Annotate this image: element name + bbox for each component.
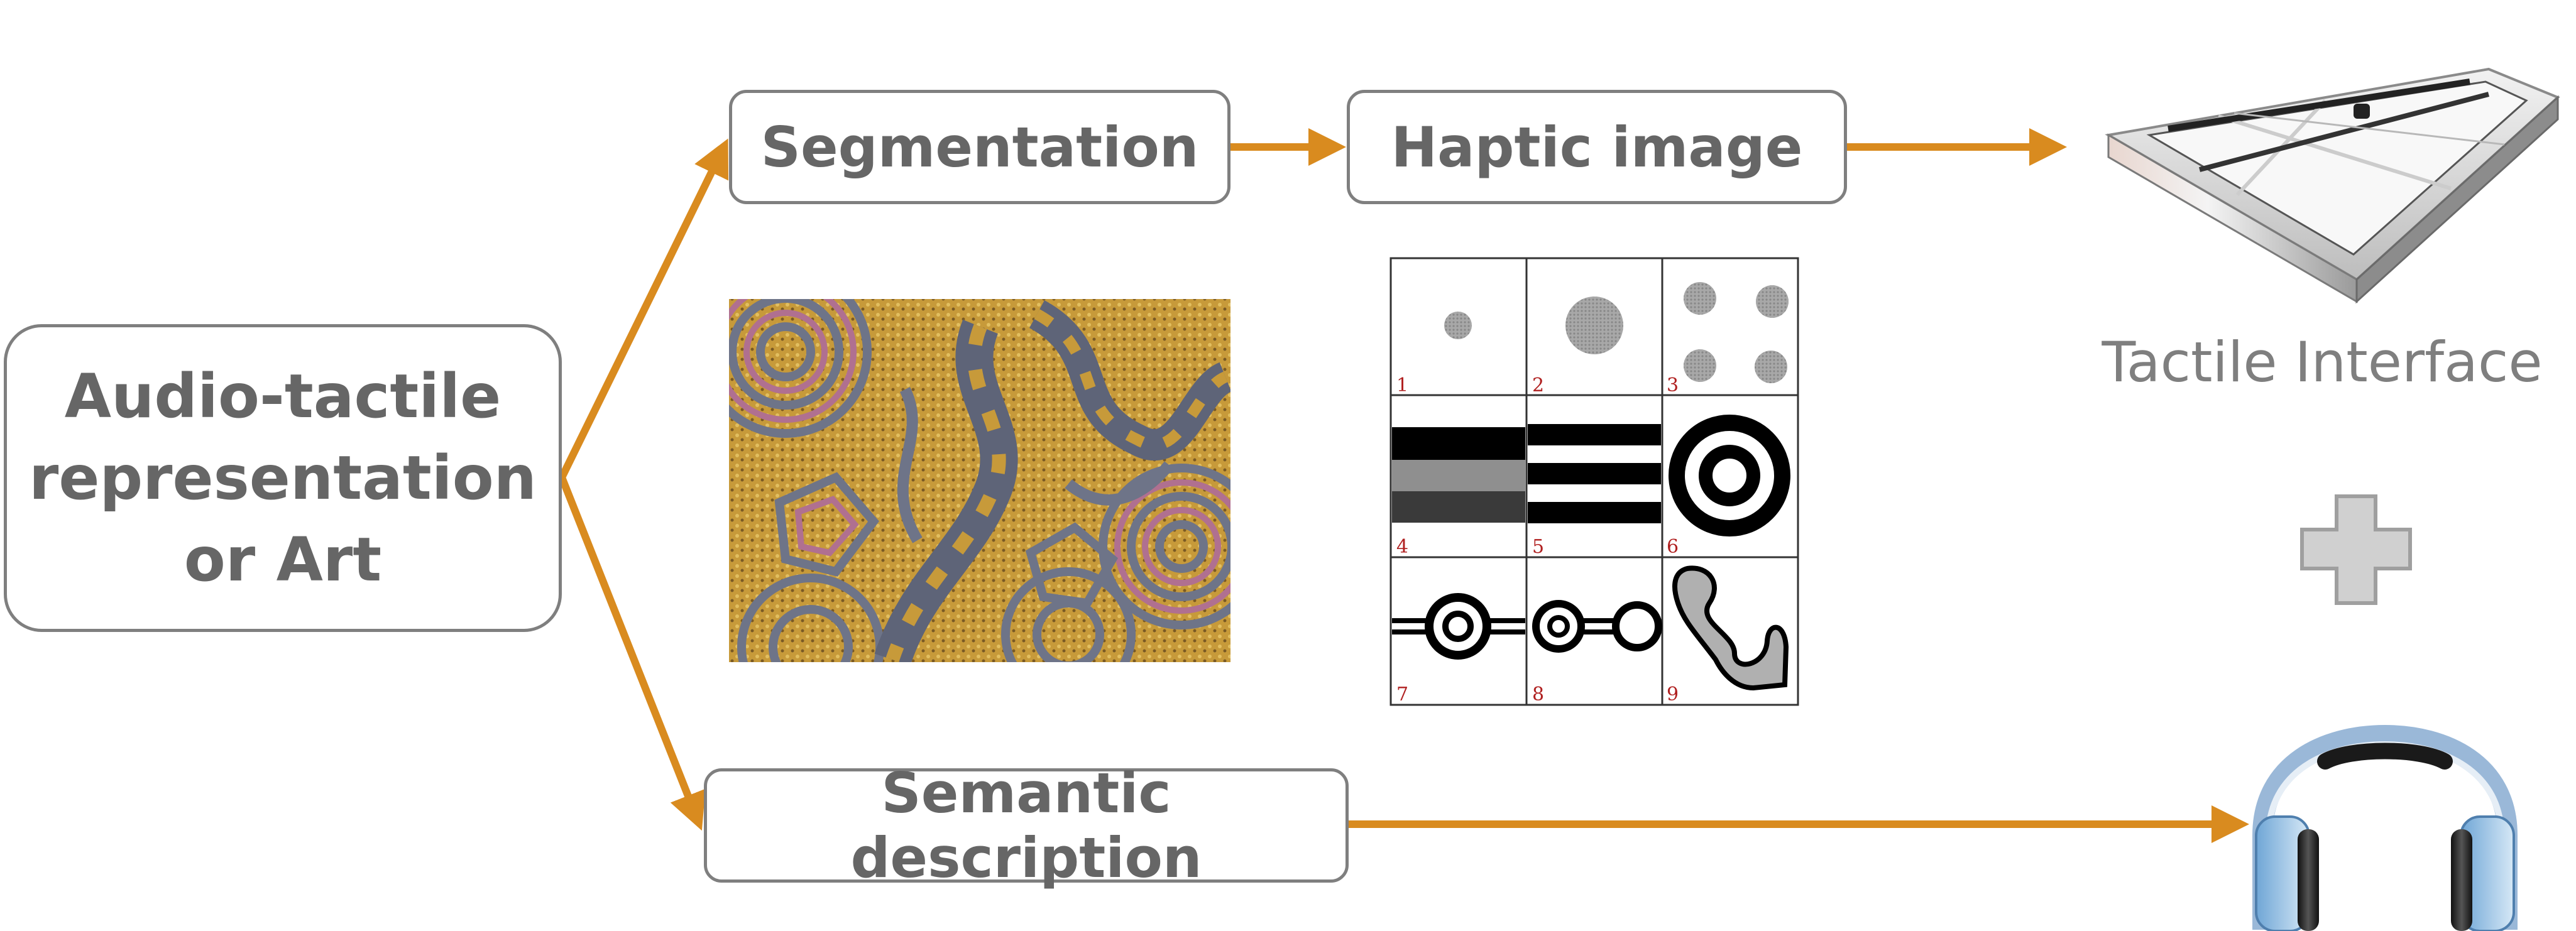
arrow-to-semantic bbox=[558, 474, 706, 831]
semantic-description-box: Semantic description bbox=[704, 761, 1349, 890]
arrow-to-segmentation bbox=[558, 138, 729, 481]
haptic-pattern-2 bbox=[1565, 297, 1623, 354]
haptic-number-5: 5 bbox=[1532, 536, 1544, 558]
haptic-image-box: Haptic image bbox=[1347, 90, 1847, 204]
haptic-pattern-1 bbox=[1444, 312, 1472, 339]
tactile-interface-label: Tactile Interface bbox=[2102, 330, 2543, 395]
haptic-number-2: 2 bbox=[1532, 374, 1544, 396]
haptic-pattern-9 bbox=[1672, 565, 1789, 691]
haptic-number-8: 8 bbox=[1532, 683, 1544, 705]
haptic-pattern-3 bbox=[1684, 282, 1789, 383]
haptic-number-9: 9 bbox=[1667, 683, 1679, 705]
haptic-pattern-8 bbox=[1532, 600, 1662, 653]
haptic-number-3: 3 bbox=[1667, 374, 1679, 396]
haptic-image-label: Haptic image bbox=[1391, 114, 1803, 180]
semantic-description-label: Semantic description bbox=[850, 761, 1202, 890]
haptic-pattern-4 bbox=[1392, 427, 1525, 523]
haptic-number-6: 6 bbox=[1667, 536, 1679, 558]
segmentation-label: Segmentation bbox=[760, 114, 1199, 180]
audio-tactile-label: Audio-tactile representation or Art bbox=[29, 361, 537, 595]
haptic-pattern-6 bbox=[1669, 415, 1790, 536]
haptic-pattern-5 bbox=[1528, 424, 1661, 523]
audio-tactile-box: Audio-tactile representation or Art bbox=[4, 324, 562, 632]
haptic-number-4: 4 bbox=[1396, 536, 1408, 558]
haptic-pattern-7 bbox=[1392, 593, 1525, 660]
haptic-number-7: 7 bbox=[1396, 683, 1408, 705]
segmentation-box: Segmentation bbox=[729, 90, 1230, 204]
haptic-number-1: 1 bbox=[1396, 374, 1408, 396]
